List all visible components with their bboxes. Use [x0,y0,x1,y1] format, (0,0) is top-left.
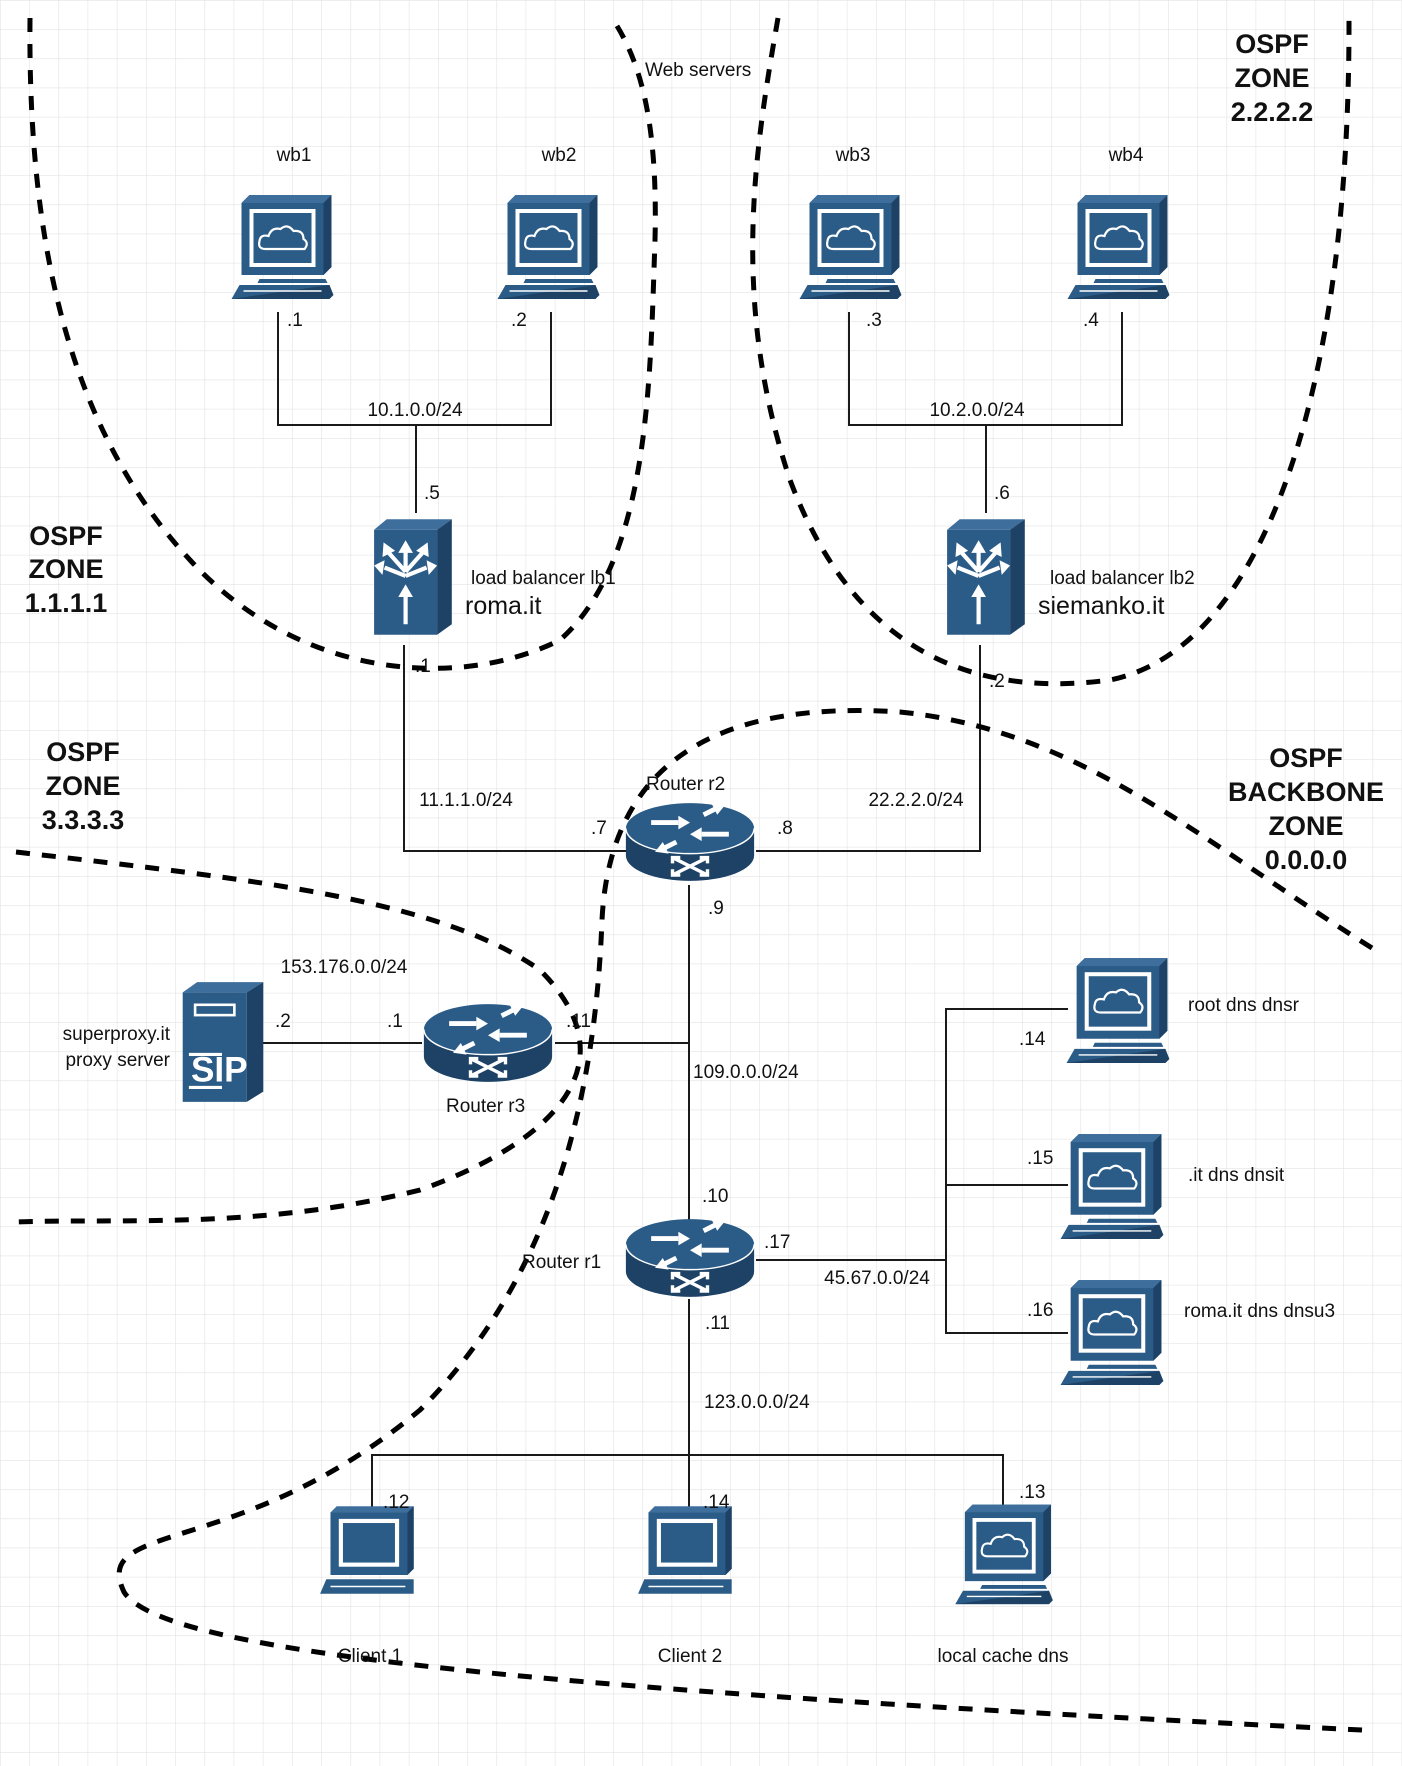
net-22-label: 22.2.2.0/24 [868,790,964,811]
web-servers-label: Web servers [645,60,751,81]
svg-text:2.2.2.2: 2.2.2.2 [1231,97,1314,127]
svg-text:0.0.0.0: 0.0.0.0 [1265,845,1348,875]
client-1-label: Client 1 [338,1646,402,1667]
client-1-computer-icon[interactable] [319,1505,415,1595]
host-dnsu3: .16 [1027,1300,1053,1321]
svg-text:BACKBONE: BACKBONE [1228,777,1384,807]
network-links [250,312,1123,1507]
wb3-label: wb3 [835,145,871,166]
client-2-computer-icon[interactable] [637,1505,733,1595]
wb2-label: wb2 [541,145,577,166]
host-client1: .12 [383,1492,409,1513]
proxy-role-label: proxy server [65,1050,170,1071]
roma-dns-label: roma.it dns dnsu3 [1184,1301,1335,1322]
svg-text:1.1.1.1: 1.1.1.1 [25,588,108,618]
proxy-name-label: superproxy.it [63,1024,171,1045]
lb2-label: load balancer lb2 [1050,568,1195,589]
router-r3-label: Router r3 [446,1096,525,1117]
net-11-label: 11.1.1.0/24 [419,790,513,811]
svg-text:ZONE: ZONE [1234,63,1309,93]
wb4-label: wb4 [1108,145,1144,166]
host-client2: .14 [703,1492,730,1513]
host-cache: .13 [1019,1482,1045,1503]
host-r1-up: .10 [702,1186,728,1207]
svg-text:ZONE: ZONE [28,554,103,584]
net-10-1-label: 10.1.0.0/24 [367,400,463,421]
router-r2-icon[interactable] [626,803,754,881]
zone-2-boundary [750,17,1352,687]
proxy-server-icon[interactable] [181,980,265,1104]
router-r2-label: Router r2 [646,774,725,795]
lb1-domain: roma.it [465,592,541,620]
svg-text:OSPF: OSPF [1269,743,1343,773]
wb1-label: wb1 [276,145,312,166]
ospf-zone-3-label: OSPF ZONE 3.3.3.3 [42,737,125,835]
host-wb2: .2 [511,310,527,331]
zone-3-boundary [15,849,583,1225]
host-lb2-out: .2 [989,671,1005,692]
host-wb3: .3 [866,310,882,331]
load-balancer-lb1-icon[interactable] [374,519,452,635]
host-lb1-in: .5 [424,483,440,504]
lb1-label: load balancer lb1 [471,568,616,589]
host-wb1: .1 [287,310,303,331]
router-r3-icon[interactable] [424,1004,552,1082]
host-dnsr: .14 [1019,1029,1046,1050]
net-123-label: 123.0.0.0/24 [704,1392,810,1413]
host-lb1-out: .1 [415,656,431,677]
ospf-zone-1-label: OSPF ZONE 1.1.1.1 [25,521,108,618]
router-r1-icon[interactable] [626,1219,754,1297]
host-r1-down: .11 [705,1313,730,1334]
host-r3-left: .1 [387,1011,403,1032]
net-109-label: 109.0.0.0/24 [693,1062,799,1083]
host-r2-down: .9 [708,898,724,919]
host-wb4: .4 [1083,310,1099,331]
net-10-2-label: 10.2.0.0/24 [929,400,1025,421]
host-r2-left: .7 [591,818,607,839]
host-proxy: .2 [275,1011,291,1032]
client-2-label: Client 2 [658,1646,722,1667]
ospf-zone-boundaries [15,16,1374,1733]
net-45-label: 45.67.0.0/24 [824,1268,930,1289]
svg-text:OSPF: OSPF [46,737,120,767]
router-r1-label: Router r1 [522,1252,601,1273]
svg-text:OSPF: OSPF [1235,29,1309,59]
root-dns-label: root dns dnsr [1188,995,1300,1016]
ospf-backbone-zone-label: OSPF BACKBONE ZONE 0.0.0.0 [1228,743,1384,875]
ospf-zone-2-label: OSPF ZONE 2.2.2.2 [1231,29,1314,127]
host-lb2-in: .6 [994,483,1010,504]
host-r3-right: .11 [566,1011,591,1032]
lb2-domain: siemanko.it [1038,592,1164,620]
svg-text:ZONE: ZONE [1268,811,1343,841]
host-dnsit: .15 [1027,1148,1053,1169]
host-r2-right: .8 [777,818,793,839]
it-dns-label: .it dns dnsit [1188,1165,1285,1186]
backbone-boundary [116,708,1374,1733]
net-153-label: 153.176.0.0/24 [281,957,408,978]
host-r1-right: .17 [764,1232,790,1253]
local-cache-dns-label: local cache dns [938,1646,1069,1667]
svg-text:OSPF: OSPF [29,521,103,551]
svg-text:3.3.3.3: 3.3.3.3 [42,805,125,835]
svg-text:ZONE: ZONE [45,771,120,801]
load-balancer-lb2-icon[interactable] [947,519,1025,635]
